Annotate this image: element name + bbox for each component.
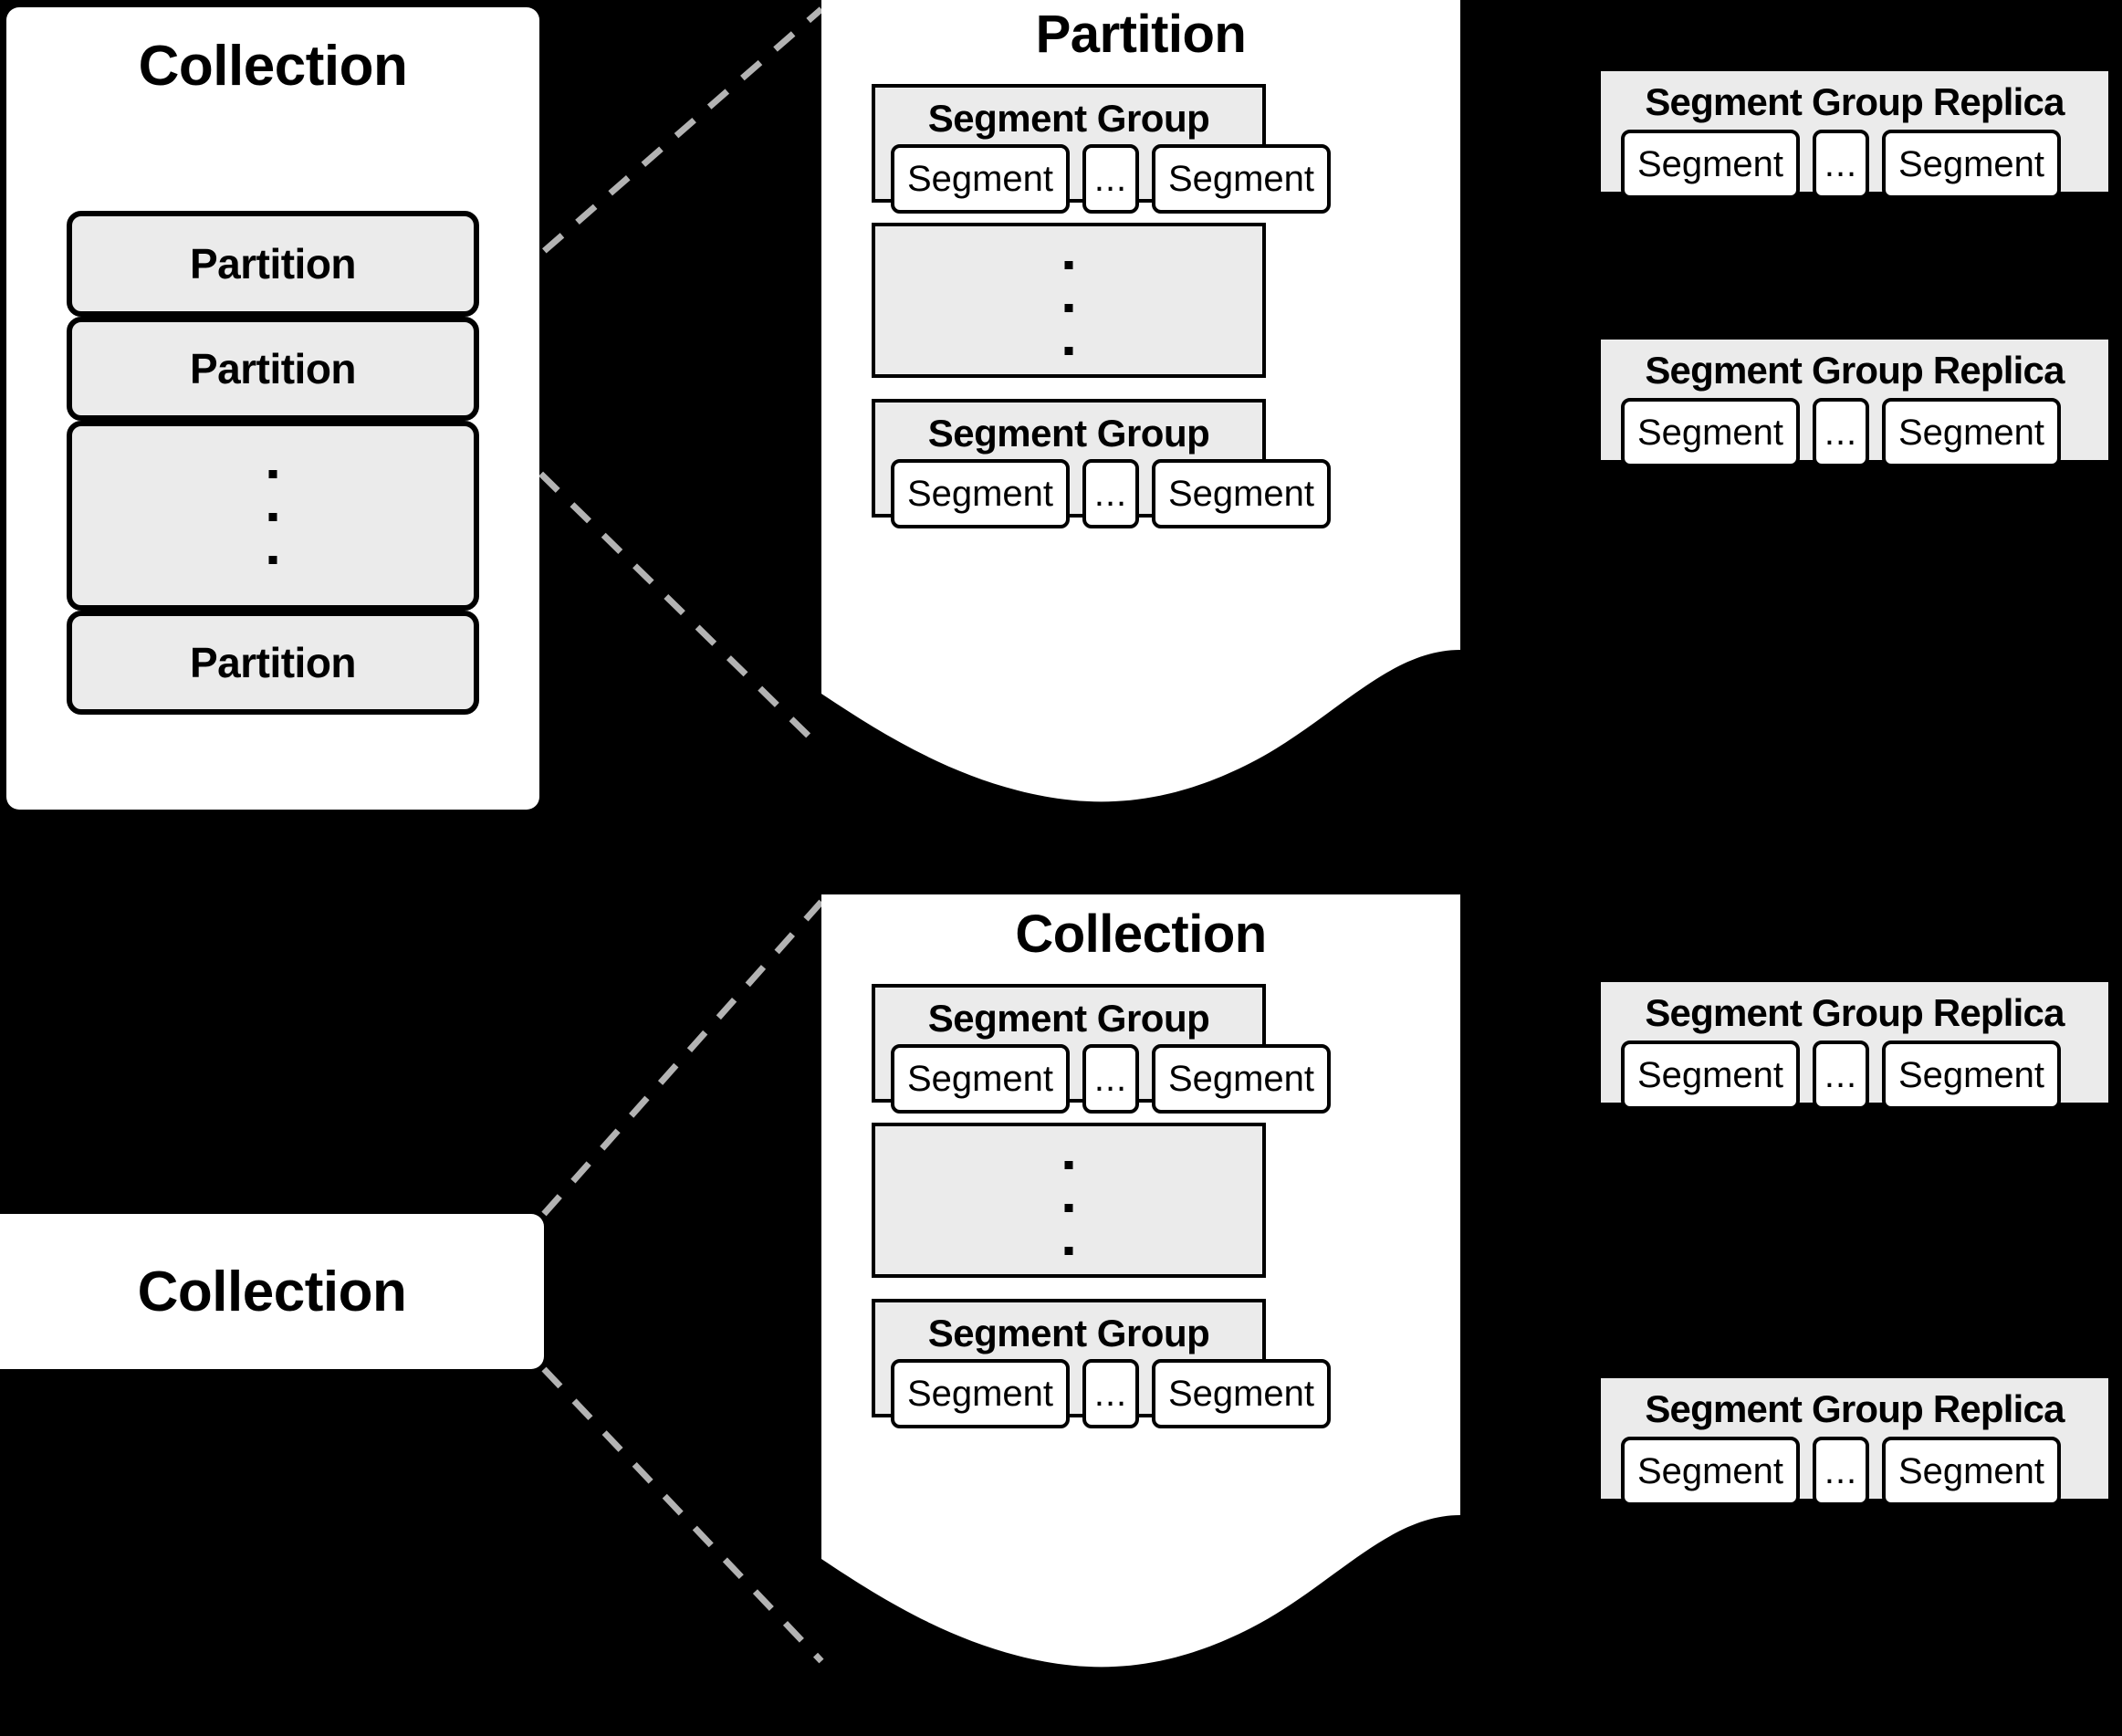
segment-group-replica-1: Segment Group Replica Segment ... Segmen… <box>1601 71 2108 199</box>
segment-box[interactable]: Segment <box>1152 459 1331 528</box>
segment-group-title: Segment Group <box>927 97 1210 140</box>
bottom-left-collection-label: Collection <box>137 1260 407 1323</box>
segment-ellipsis-box: ... <box>1813 130 1869 199</box>
segment-group-replica-title: Segment Group Replica <box>1645 1387 2065 1430</box>
segment-row: Segment ... Segment <box>1621 1437 2061 1506</box>
segment-box[interactable]: Segment <box>891 144 1070 214</box>
segment-ellipsis-box: ... <box>1082 144 1139 214</box>
segment-ellipsis-box: ... <box>1813 1437 1869 1506</box>
segment-row: Segment ... Segment <box>1621 398 2061 467</box>
segment-ellipsis-box: ... <box>1082 1044 1139 1114</box>
segment-group-replica-2: Segment Group Replica Segment ... Segmen… <box>1601 340 2108 467</box>
segment-box[interactable]: Segment <box>1882 130 2061 199</box>
segment-group-title: Segment Group <box>927 1312 1210 1354</box>
segment-row: Segment ... Segment <box>891 144 1331 214</box>
segment-group-replica-title: Segment Group Replica <box>1645 80 2065 123</box>
segment-box[interactable]: Segment <box>1621 1041 1800 1110</box>
partition-row-label: Partition <box>189 639 357 686</box>
vertical-ellipsis-icon <box>1064 261 1073 355</box>
segment-box[interactable]: Segment <box>891 1359 1070 1428</box>
segment-group-title: Segment Group <box>927 412 1210 455</box>
partition-panel-title: Partition <box>1035 5 1247 64</box>
segment-box[interactable]: Segment <box>891 459 1070 528</box>
segment-group-replica-3: Segment Group Replica Segment ... Segmen… <box>1601 982 2108 1110</box>
segment-group-replica-title: Segment Group Replica <box>1645 991 2065 1034</box>
segment-group-replica-title: Segment Group Replica <box>1645 349 2065 392</box>
segment-group-ellipsis <box>872 223 1266 378</box>
segment-box[interactable]: Segment <box>1152 144 1331 214</box>
segment-box[interactable]: Segment <box>1621 398 1800 467</box>
bottom-collection-panel-content: Collection Segment Group Segment ... Seg… <box>821 894 1460 1734</box>
segment-group-title: Segment Group <box>927 997 1210 1040</box>
segment-row: Segment ... Segment <box>891 459 1331 528</box>
segment-box[interactable]: Segment <box>1882 1041 2061 1110</box>
partition-row-1[interactable]: Partition <box>67 211 479 317</box>
segment-box[interactable]: Segment <box>1152 1359 1331 1428</box>
partition-row-label: Partition <box>189 240 357 288</box>
segment-ellipsis-box: ... <box>1082 459 1139 528</box>
partition-row-2[interactable]: Partition <box>67 317 479 421</box>
partition-row-3[interactable]: Partition <box>67 611 479 715</box>
partition-row-label: Partition <box>189 345 357 392</box>
segment-box[interactable]: Segment <box>1882 1437 2061 1506</box>
bottom-left-collection-box[interactable]: Collection <box>0 1214 544 1369</box>
segment-box[interactable]: Segment <box>1621 1437 1800 1506</box>
vertical-ellipsis-icon <box>268 470 277 564</box>
segment-group-2: Segment Group Segment ... Segment <box>872 399 1331 528</box>
segment-group-ellipsis <box>872 1123 1266 1278</box>
segment-group-1: Segment Group Segment ... Segment <box>872 84 1331 214</box>
partition-row-ellipsis <box>67 421 479 611</box>
segment-box[interactable]: Segment <box>891 1044 1070 1114</box>
segment-box[interactable]: Segment <box>1152 1044 1331 1114</box>
segment-ellipsis-box: ... <box>1813 1041 1869 1110</box>
segment-group-2: Segment Group Segment ... Segment <box>872 1299 1331 1428</box>
top-left-collection-panel: Collection Partition Partition Partition <box>6 7 539 810</box>
segment-row: Segment ... Segment <box>891 1359 1331 1428</box>
segment-row: Segment ... Segment <box>1621 1041 2061 1110</box>
segment-row: Segment ... Segment <box>891 1044 1331 1114</box>
top-left-collection-title: Collection <box>138 35 408 98</box>
segment-row: Segment ... Segment <box>1621 130 2061 199</box>
segment-box[interactable]: Segment <box>1621 130 1800 199</box>
segment-ellipsis-box: ... <box>1813 398 1869 467</box>
segment-group-1: Segment Group Segment ... Segment <box>872 984 1331 1114</box>
segment-box[interactable]: Segment <box>1882 398 2061 467</box>
vertical-ellipsis-icon <box>1064 1161 1073 1255</box>
segment-group-replica-4: Segment Group Replica Segment ... Segmen… <box>1601 1378 2108 1506</box>
collection-panel-title: Collection <box>1015 905 1267 964</box>
top-partition-panel-content: Partition Segment Group Segment ... Segm… <box>821 0 1460 821</box>
segment-ellipsis-box: ... <box>1082 1359 1139 1428</box>
